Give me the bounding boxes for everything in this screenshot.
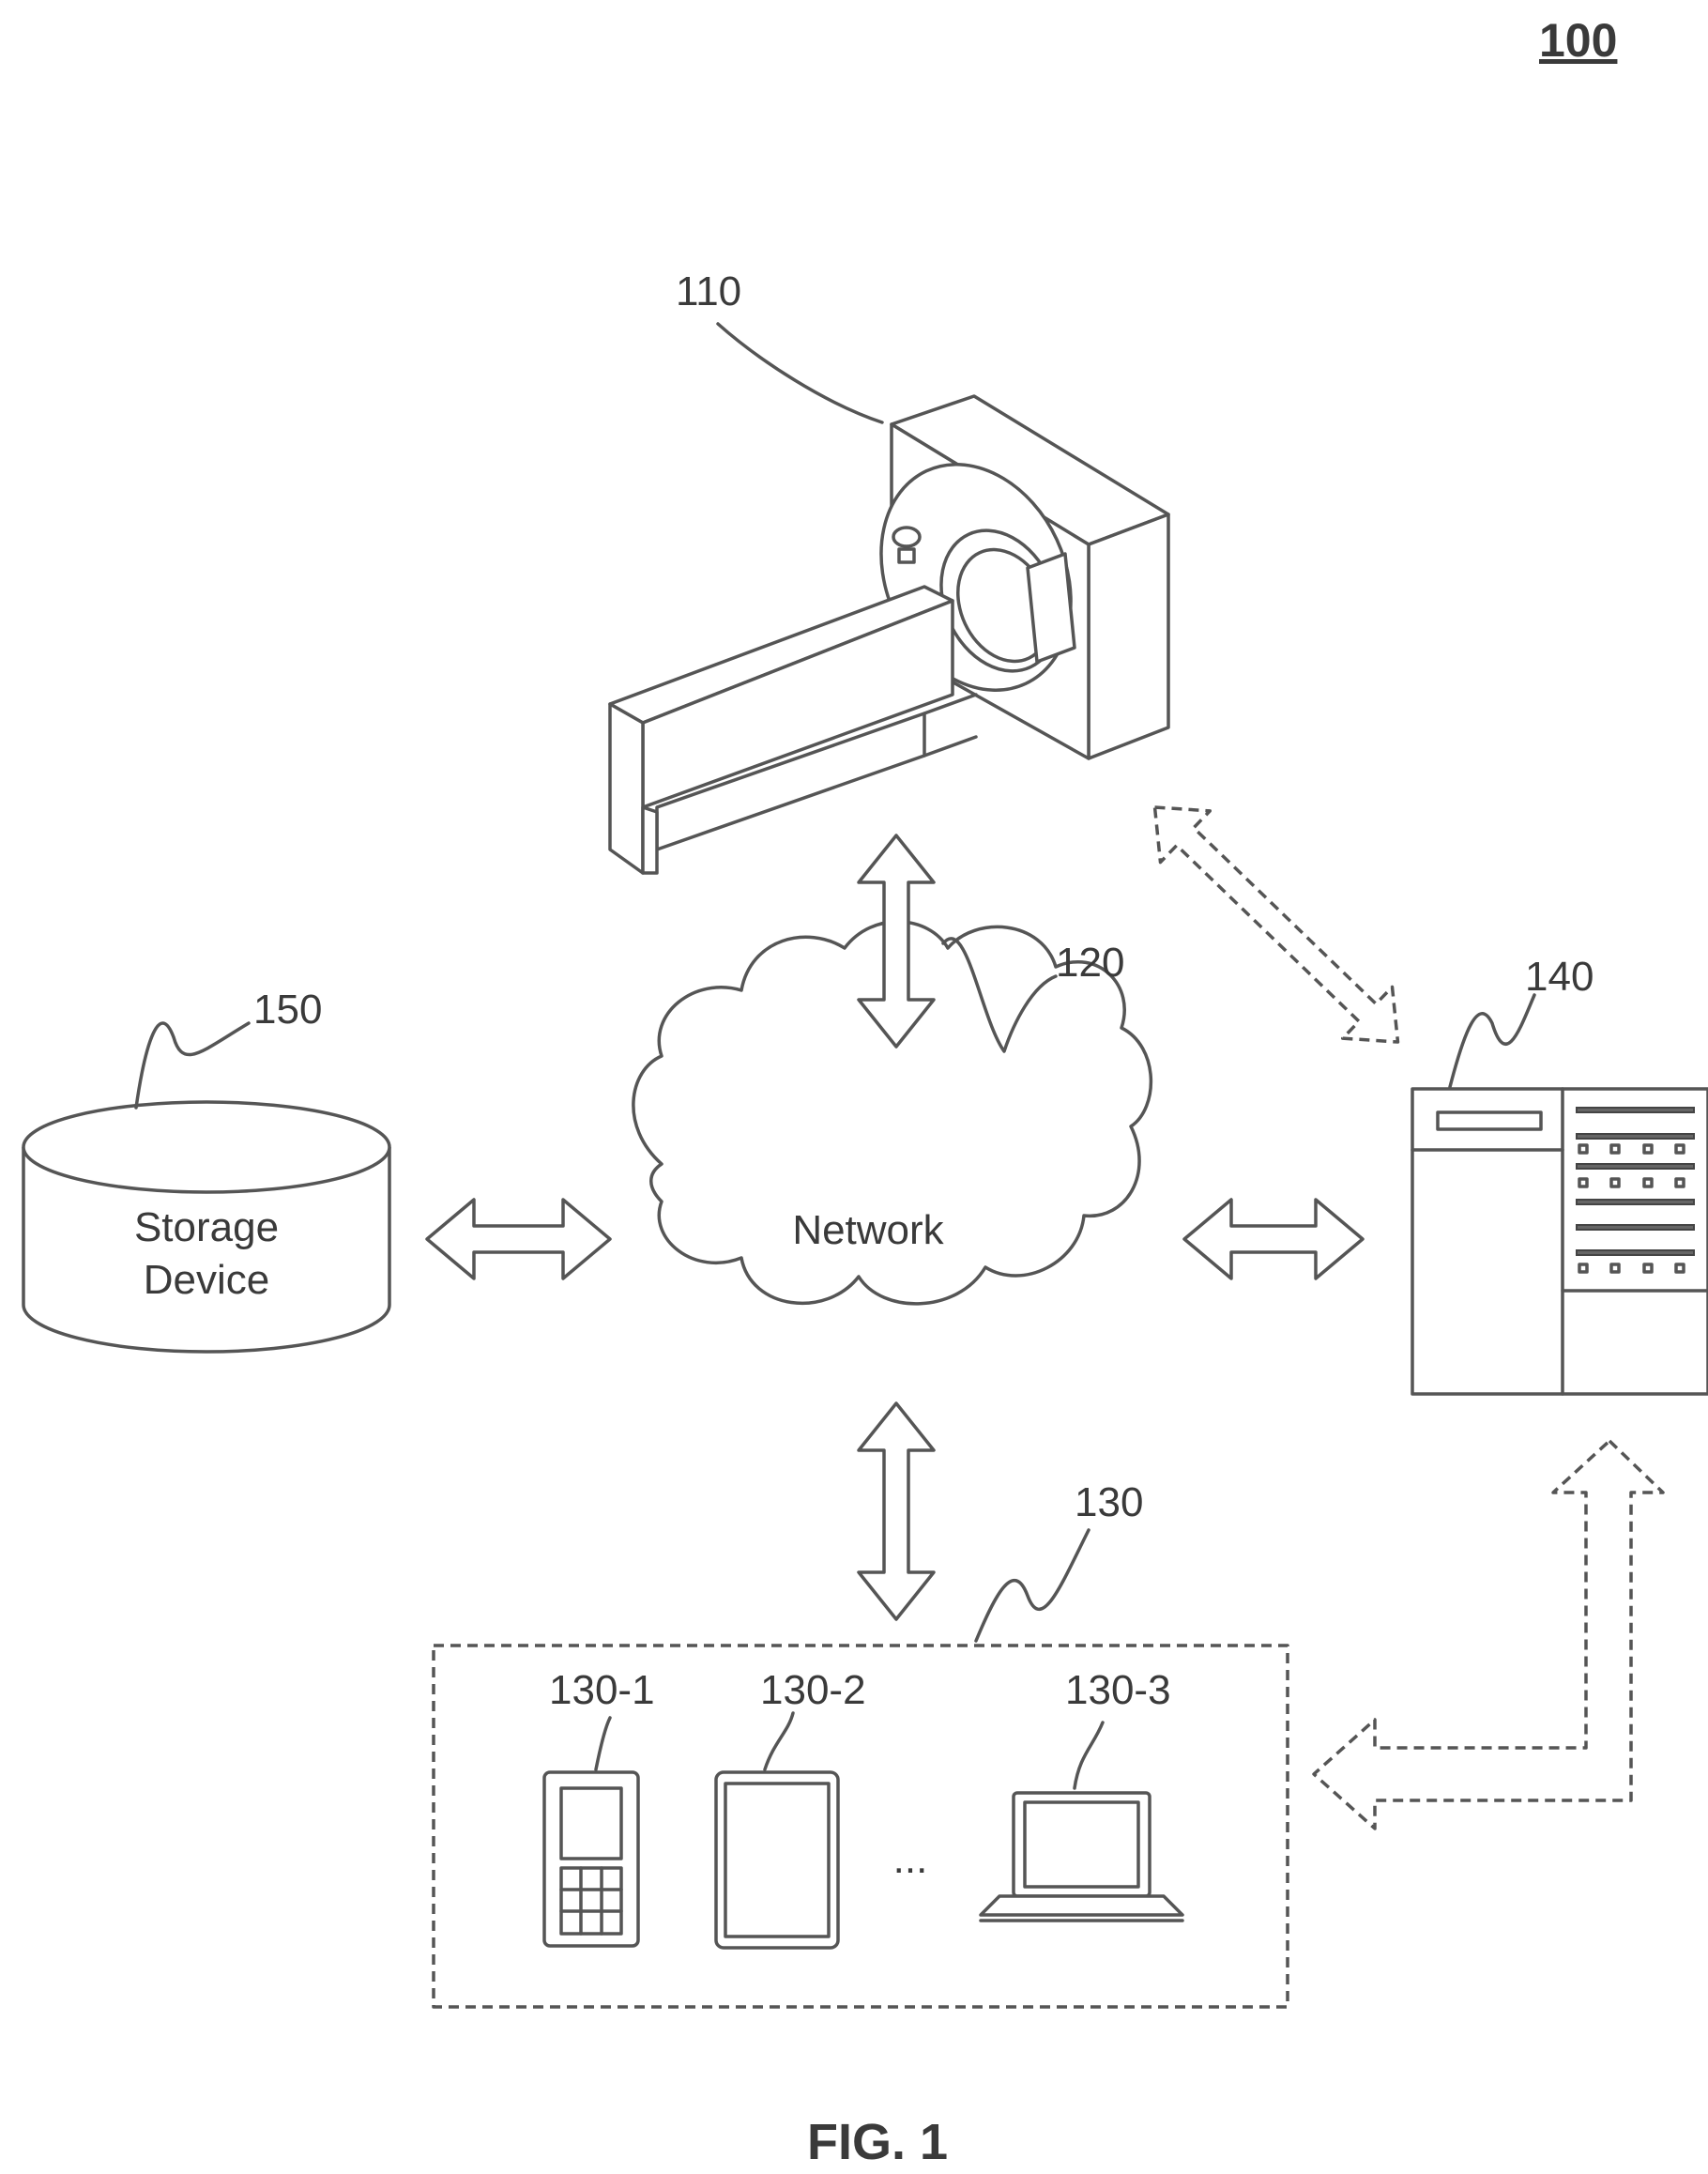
network-label: Network	[792, 1207, 944, 1253]
scanner-leader-line	[718, 324, 882, 422]
storage-label-line2: Device	[144, 1257, 270, 1303]
processing-device-server	[1412, 1089, 1708, 1394]
terminals-ellipsis: ...	[893, 1836, 928, 1882]
arrow-storage-network	[427, 1200, 610, 1278]
storage-leader-line	[136, 1023, 249, 1108]
laptop-leader-line	[1075, 1722, 1103, 1788]
terminals-leader-line	[976, 1530, 1089, 1641]
figure-number-label: 100	[1539, 14, 1617, 67]
laptop-terminal	[981, 1793, 1182, 1921]
arrow-network-terminals	[859, 1403, 934, 1619]
processing-device-leader-line	[1450, 995, 1534, 1087]
mobile-leader-line	[596, 1718, 610, 1769]
scanner-device	[610, 324, 1168, 873]
terminals-ref-label: 130	[1075, 1479, 1143, 1525]
figure-caption: FIG. 1	[807, 2114, 948, 2170]
laptop-ref-label: 130-3	[1065, 1667, 1171, 1713]
scanner-ref-label: 110	[676, 268, 741, 314]
network-ref-label: 120	[1056, 940, 1124, 986]
storage-ref-label: 150	[253, 987, 322, 1033]
mobile-phone-terminal	[544, 1772, 638, 1946]
processing-device-ref-label: 140	[1525, 954, 1594, 1000]
tablet-ref-label: 130-2	[760, 1667, 866, 1713]
mobile-ref-label: 130-1	[549, 1667, 655, 1713]
arrow-network-processing	[1184, 1200, 1363, 1278]
tablet-terminal	[716, 1772, 838, 1948]
storage-label-line1: Storage	[134, 1204, 279, 1250]
dashed-arrow-processing-terminals	[1314, 1441, 1663, 1829]
tablet-leader-line	[765, 1713, 793, 1769]
dashed-arrow-scanner-processing	[1130, 782, 1423, 1068]
